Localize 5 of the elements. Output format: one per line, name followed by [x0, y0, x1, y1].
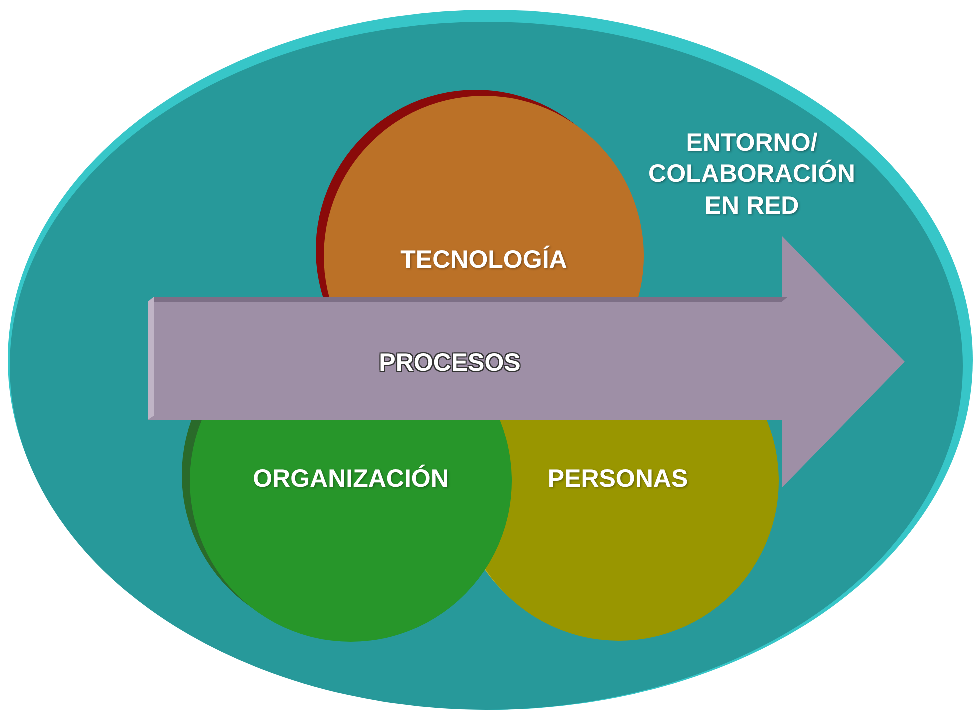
label-text: PROCESOS [378, 348, 522, 379]
label-text: TECNOLOGÍA [400, 245, 568, 276]
label-text: ENTORNO/ COLABORACIÓN EN RED [648, 128, 856, 222]
label-text: ORGANIZACIÓN [252, 464, 450, 495]
label-text: PERSONAS [546, 464, 690, 495]
